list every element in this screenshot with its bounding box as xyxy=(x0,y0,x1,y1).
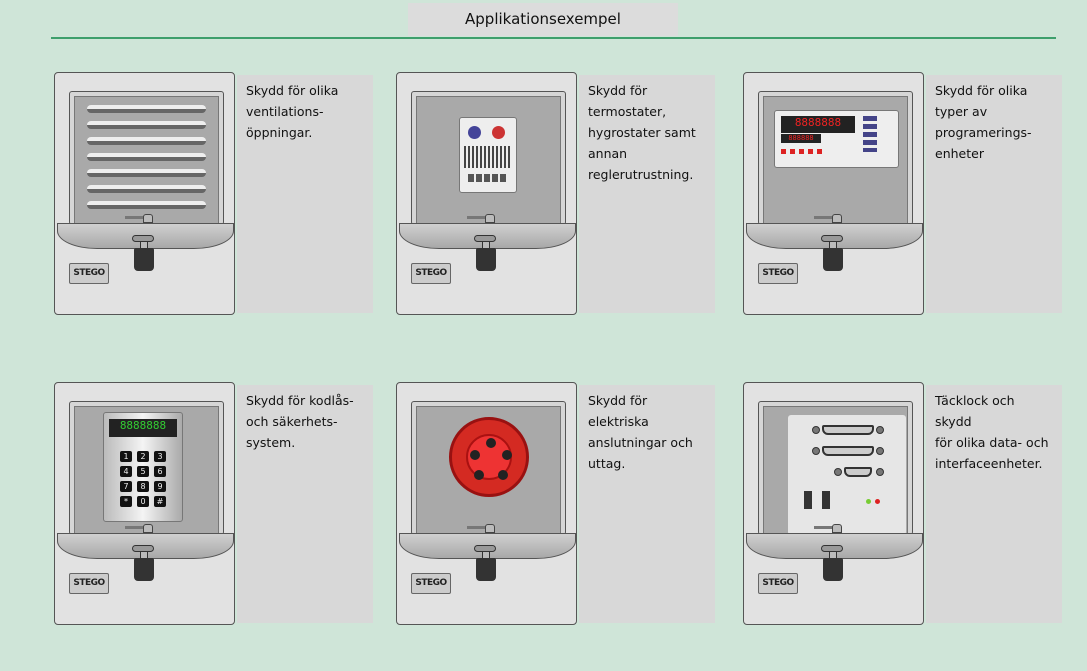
thermostat-device xyxy=(459,117,517,193)
page-title: Applikationsexempel xyxy=(408,3,678,36)
key-icon xyxy=(476,248,496,271)
enclosure-frame xyxy=(758,401,913,535)
enclosure-illustration: STEGO xyxy=(54,72,235,315)
latch-icon xyxy=(467,214,497,223)
ventilation-grille-illustration xyxy=(74,96,219,224)
power-socket-illustration xyxy=(416,406,561,534)
enclosure-frame xyxy=(411,401,566,535)
louver xyxy=(87,201,206,209)
louver xyxy=(87,185,206,193)
key-icon xyxy=(823,248,843,271)
application-card-thermostat: STEGO Skydd för termostater, hygrostater… xyxy=(396,72,716,317)
title-divider xyxy=(51,37,1056,39)
card-description: Skydd för kodlås- och säkerhets- system. xyxy=(237,385,373,623)
card-description: Skydd för elektriska anslutningar och ut… xyxy=(579,385,715,623)
enclosure-illustration: STEGO xyxy=(396,72,577,315)
stego-logo: STEGO xyxy=(411,573,451,594)
key-icon xyxy=(823,558,843,581)
latch-icon xyxy=(467,524,497,533)
latch-icon xyxy=(125,524,155,533)
socket-device xyxy=(449,417,529,497)
thermostat-illustration xyxy=(416,96,561,224)
application-card-data-connectors: STEGO Täcklock och skydd för olika data-… xyxy=(743,382,1063,627)
latch-icon xyxy=(814,214,844,223)
enclosure-illustration: STEGO xyxy=(396,382,577,625)
louver xyxy=(87,121,206,129)
card-description: Skydd för termostater, hygrostater samt … xyxy=(579,75,715,313)
data-connectors-illustration xyxy=(763,406,908,535)
latch-icon xyxy=(125,214,155,223)
key-icon xyxy=(134,558,154,581)
stego-logo: STEGO xyxy=(411,263,451,284)
key-icon xyxy=(134,248,154,271)
card-description: Skydd för olika typer av programerings- … xyxy=(926,75,1062,313)
enclosure-frame xyxy=(411,91,566,225)
card-description: Skydd för olika ventilations- öppningar. xyxy=(237,75,373,313)
connector-plate xyxy=(788,415,906,535)
application-card-ventilation-grille: STEGO Skydd för olika ventilations- öppn… xyxy=(54,72,374,317)
stego-logo: STEGO xyxy=(69,573,109,594)
latch-icon xyxy=(814,524,844,533)
stego-logo: STEGO xyxy=(758,573,798,594)
stego-logo: STEGO xyxy=(69,263,109,284)
louver xyxy=(87,137,206,145)
enclosure-frame xyxy=(69,91,224,225)
application-card-power-socket: STEGO Skydd för elektriska anslutningar … xyxy=(396,382,716,627)
card-description: Täcklock och skydd för olika data- och i… xyxy=(926,385,1062,623)
stego-logo: STEGO xyxy=(758,263,798,284)
louver xyxy=(87,153,206,161)
louver xyxy=(87,105,206,113)
enclosure-illustration: STEGO xyxy=(743,382,924,625)
key-icon xyxy=(476,558,496,581)
louver xyxy=(87,169,206,177)
